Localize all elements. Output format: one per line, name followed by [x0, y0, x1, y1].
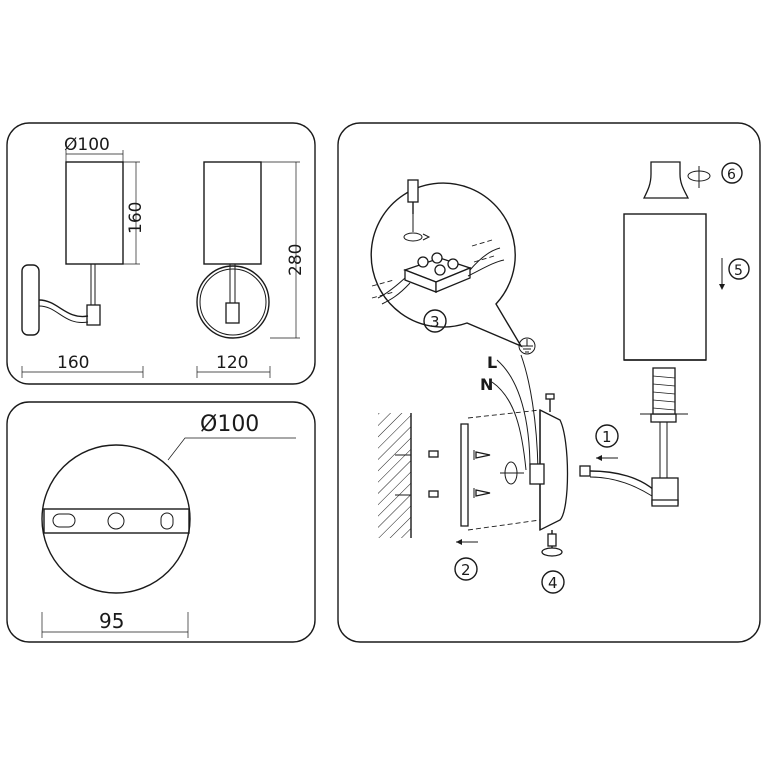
side-view-overall-height-label: 280 [286, 244, 306, 276]
front-view-socket [86, 304, 101, 326]
step-4-marker [541, 570, 565, 594]
bracket-slot-right [160, 512, 174, 530]
step-5-marker [728, 258, 750, 280]
wire-live [496, 359, 531, 471]
ground-symbol [518, 337, 536, 355]
side-view-socket [225, 302, 240, 324]
lamp-arm-assembly [579, 367, 688, 507]
base-panel-frame [6, 401, 316, 643]
front-view-shade-height-label: 160 [126, 202, 146, 234]
front-view-arm [38, 299, 89, 318]
mounting-bracket [43, 508, 190, 534]
base-panel: Ø100 95 [6, 401, 316, 643]
neutral-wire-label: N [480, 375, 493, 394]
front-view: Ø100 160 160 [21, 135, 146, 378]
side-view: 280 120 [196, 161, 306, 378]
front-view-shade-diameter-label: Ø100 [64, 135, 110, 155]
dimension-panel-frame [6, 122, 316, 385]
step-3-marker [423, 309, 447, 333]
step-6-label: 6 [727, 167, 736, 183]
wall-canopy [539, 408, 569, 532]
mounting-bracket-side [460, 423, 469, 527]
front-view-projection-label: 160 [57, 353, 89, 373]
bracket-screw-lower [473, 488, 491, 498]
step-2-label: 2 [461, 561, 471, 579]
front-view-shade [65, 161, 124, 265]
terminal-detail-bubble: 3 [370, 179, 523, 348]
assembly-panel-frame [337, 122, 761, 643]
side-view-shade [203, 161, 262, 265]
front-view-wall-plate [21, 264, 40, 336]
step-3-label: 3 [430, 313, 440, 331]
base-diameter-label: Ø100 [200, 412, 259, 437]
dimension-panel: Ø100 160 160 280 [6, 122, 316, 385]
step-5-label: 5 [734, 263, 743, 279]
wire-neutral [491, 381, 527, 471]
wall-plug-upper [428, 450, 439, 458]
assembly-panel: 3 L N [337, 122, 761, 643]
step-1-marker [595, 424, 619, 448]
lamp-bulb-holder [652, 367, 676, 415]
bracket-screw-upper [473, 450, 491, 460]
step-4-label: 4 [548, 574, 558, 592]
mounting-spacing-label: 95 [99, 609, 124, 633]
live-wire-label: L [487, 353, 497, 372]
shade-ring [642, 161, 690, 199]
wall-hatch [378, 413, 411, 538]
wall-plug-lower [428, 490, 439, 498]
lamp-shade [623, 213, 707, 361]
step-2-marker [454, 557, 478, 581]
base-plate-circle [41, 444, 191, 594]
step-6-marker [721, 162, 743, 184]
bracket-center-hole [107, 512, 125, 530]
wire-ground [520, 354, 539, 471]
side-view-width-label: 120 [216, 353, 248, 373]
side-view-ring [196, 265, 270, 339]
bracket-slot-left [52, 513, 76, 528]
step-1-label: 1 [602, 428, 612, 446]
